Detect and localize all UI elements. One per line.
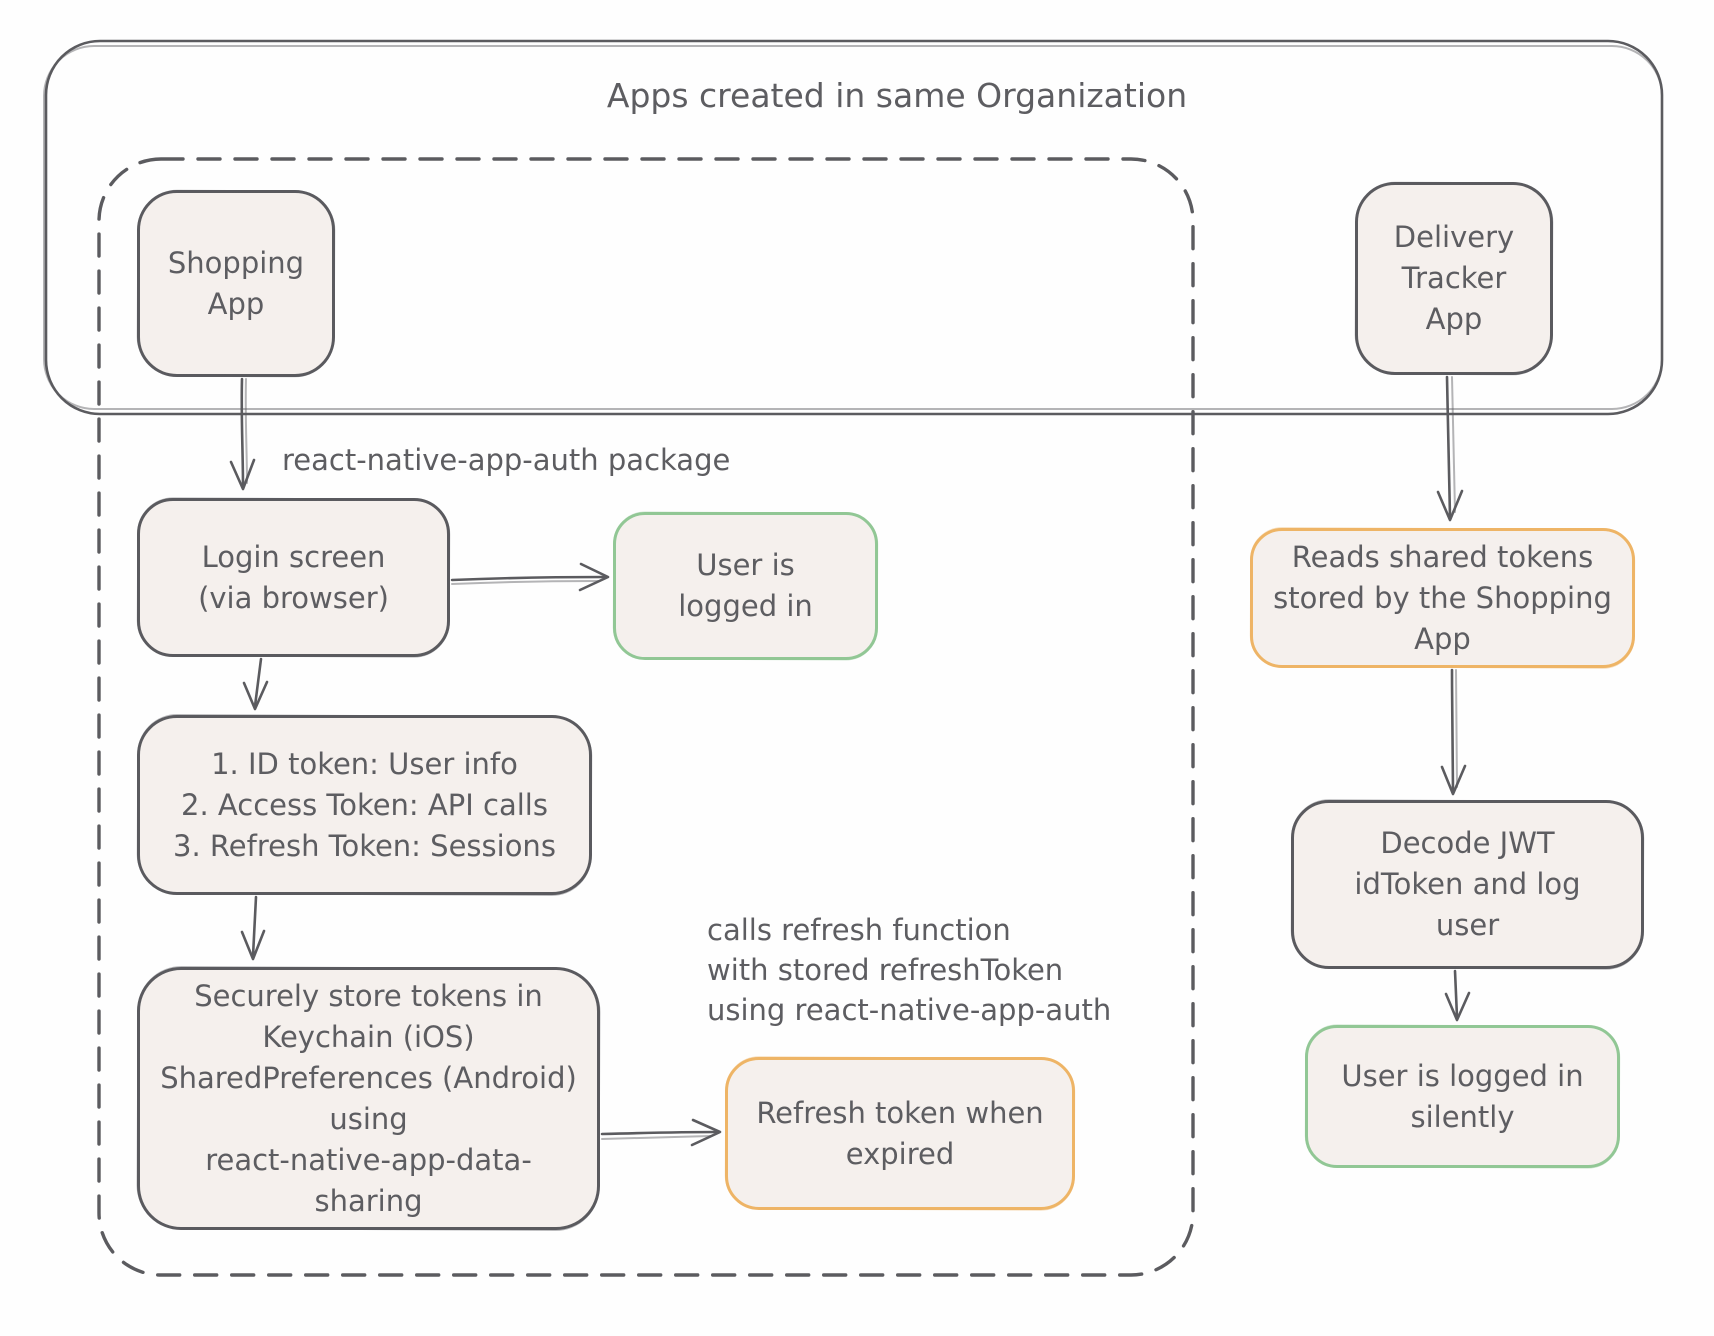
arrow-store-to-refresh	[600, 1118, 722, 1147]
arrow-reads-to-decode	[1440, 668, 1467, 796]
node-refresh-token-when-expired: Refresh token when expired	[725, 1057, 1075, 1210]
node-shopping-app: Shopping App	[137, 190, 335, 377]
arrow-decode-to-silent	[1444, 969, 1471, 1022]
organization-frame-title: Apps created in same Organization	[606, 76, 1188, 115]
shopping-flow-dashed-frame	[97, 157, 1195, 1277]
arrow-login-to-tokens	[242, 657, 269, 711]
arrow-tokens-to-store	[240, 895, 266, 961]
node-login-screen: Login screen (via browser)	[137, 498, 450, 657]
node-store-tokens: Securely store tokens in Keychain (iOS) …	[137, 967, 600, 1230]
node-decode-jwt: Decode JWT idToken and log user	[1291, 800, 1644, 969]
node-delivery-tracker-app: Delivery Tracker App	[1355, 182, 1553, 375]
node-reads-shared-tokens: Reads shared tokens stored by the Shoppi…	[1250, 528, 1635, 668]
edge-label-refresh-note: calls refresh function with stored refre…	[707, 913, 1112, 1027]
organization-frame	[43, 39, 1664, 416]
arrow-shopping-to-login	[229, 377, 256, 491]
edge-label-auth-package: react-native-app-auth package	[282, 443, 731, 477]
arrow-login-to-logged-in	[450, 562, 610, 592]
node-user-logged-in: User is logged in	[613, 512, 878, 660]
node-user-logged-in-silently: User is logged in silently	[1305, 1025, 1620, 1168]
arrow-delivery-to-reads	[1436, 375, 1464, 522]
node-token-list: 1. ID token: User info 2. Access Token: …	[137, 715, 592, 895]
